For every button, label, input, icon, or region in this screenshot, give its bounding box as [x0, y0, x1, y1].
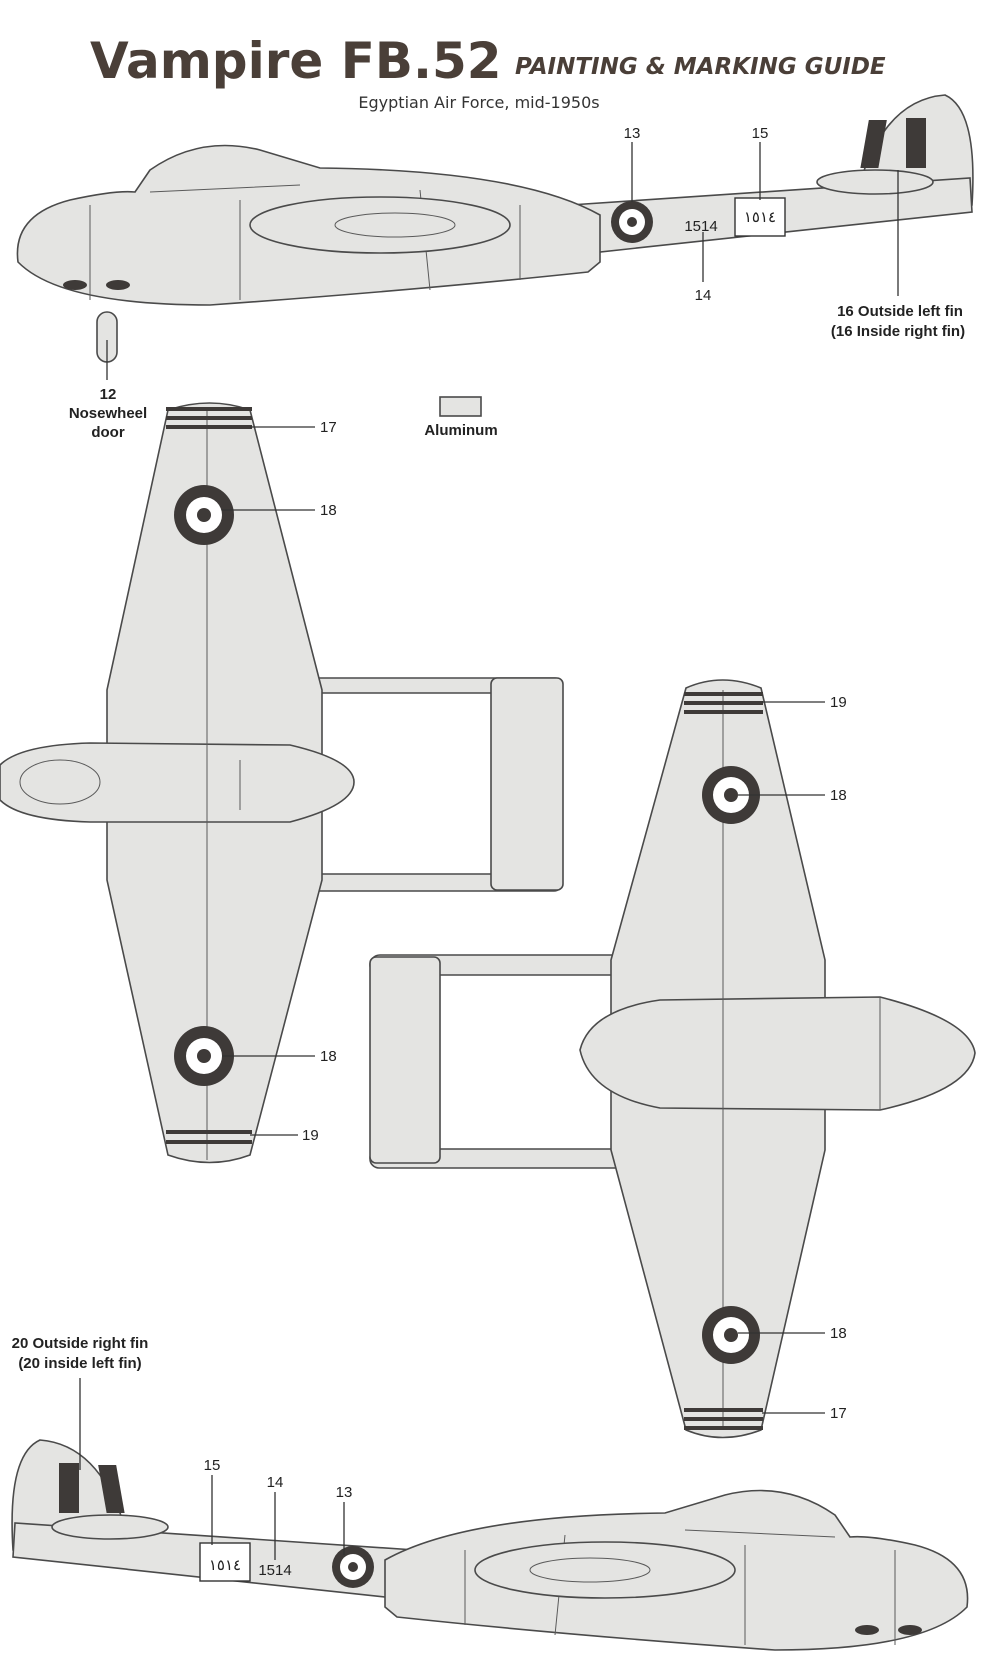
subtitle: Egyptian Air Force, mid-1950s [358, 93, 599, 112]
top-view [0, 402, 564, 1164]
callout-17: 17 [320, 419, 337, 436]
callout-20: 20 Outside right fin [12, 1335, 149, 1352]
side-view-right [11, 1439, 969, 1651]
tailplane [816, 169, 934, 195]
wingtip-stripes [166, 1130, 252, 1144]
callout-18: 18 [830, 1325, 847, 1342]
bottom-view [369, 679, 976, 1439]
aluminum-label: Aluminum [424, 422, 497, 439]
callout-18: 18 [320, 1048, 337, 1065]
nosewheel-label: Nosewheel [69, 405, 147, 422]
wingtip-stripes [166, 407, 252, 429]
callout-15: 15 [204, 1457, 221, 1474]
callout-12: 12 [100, 386, 117, 403]
callout-19: 19 [830, 694, 847, 711]
aluminum-swatch [439, 396, 482, 417]
roundel [174, 485, 234, 545]
roundel [611, 201, 653, 243]
serial-latin: 1514 [258, 1562, 291, 1579]
fuselage-pod [579, 996, 976, 1111]
callout-16-note: (16 Inside right fin) [831, 323, 965, 340]
callout-18: 18 [320, 502, 337, 519]
callout-14: 14 [267, 1474, 284, 1491]
serial-arabic: ١٥١٤ [209, 1557, 241, 1574]
serial-latin: 1514 [684, 218, 717, 235]
side-view-left [16, 94, 974, 306]
callout-18: 18 [830, 787, 847, 804]
callout-20-note: (20 inside left fin) [18, 1355, 141, 1372]
roundel [174, 1026, 234, 1086]
wingtip-stripes [684, 1408, 763, 1430]
roundel [702, 766, 760, 824]
page-title: Vampire FB.52 [90, 32, 502, 90]
roundel [702, 1306, 760, 1364]
tailplane [369, 956, 441, 1164]
callout-17: 17 [830, 1405, 847, 1422]
door-label: door [91, 424, 124, 441]
fuselage-pod [0, 742, 355, 823]
fin-flash-stripe [860, 120, 887, 168]
callout-16: 16 Outside left fin [837, 303, 963, 320]
guide-title: PAINTING & MARKING GUIDE [515, 54, 886, 80]
callout-15: 15 [752, 125, 769, 142]
serial-arabic: ١٥١٤ [744, 209, 776, 226]
tailplane [490, 677, 564, 891]
callout-13: 13 [336, 1484, 353, 1501]
fin-flash-stripe [906, 118, 926, 168]
wing-root [249, 196, 511, 254]
callout-14: 14 [695, 287, 712, 304]
callout-19: 19 [302, 1127, 319, 1144]
callout-13: 13 [624, 125, 641, 142]
wingtip-stripes [684, 692, 763, 714]
